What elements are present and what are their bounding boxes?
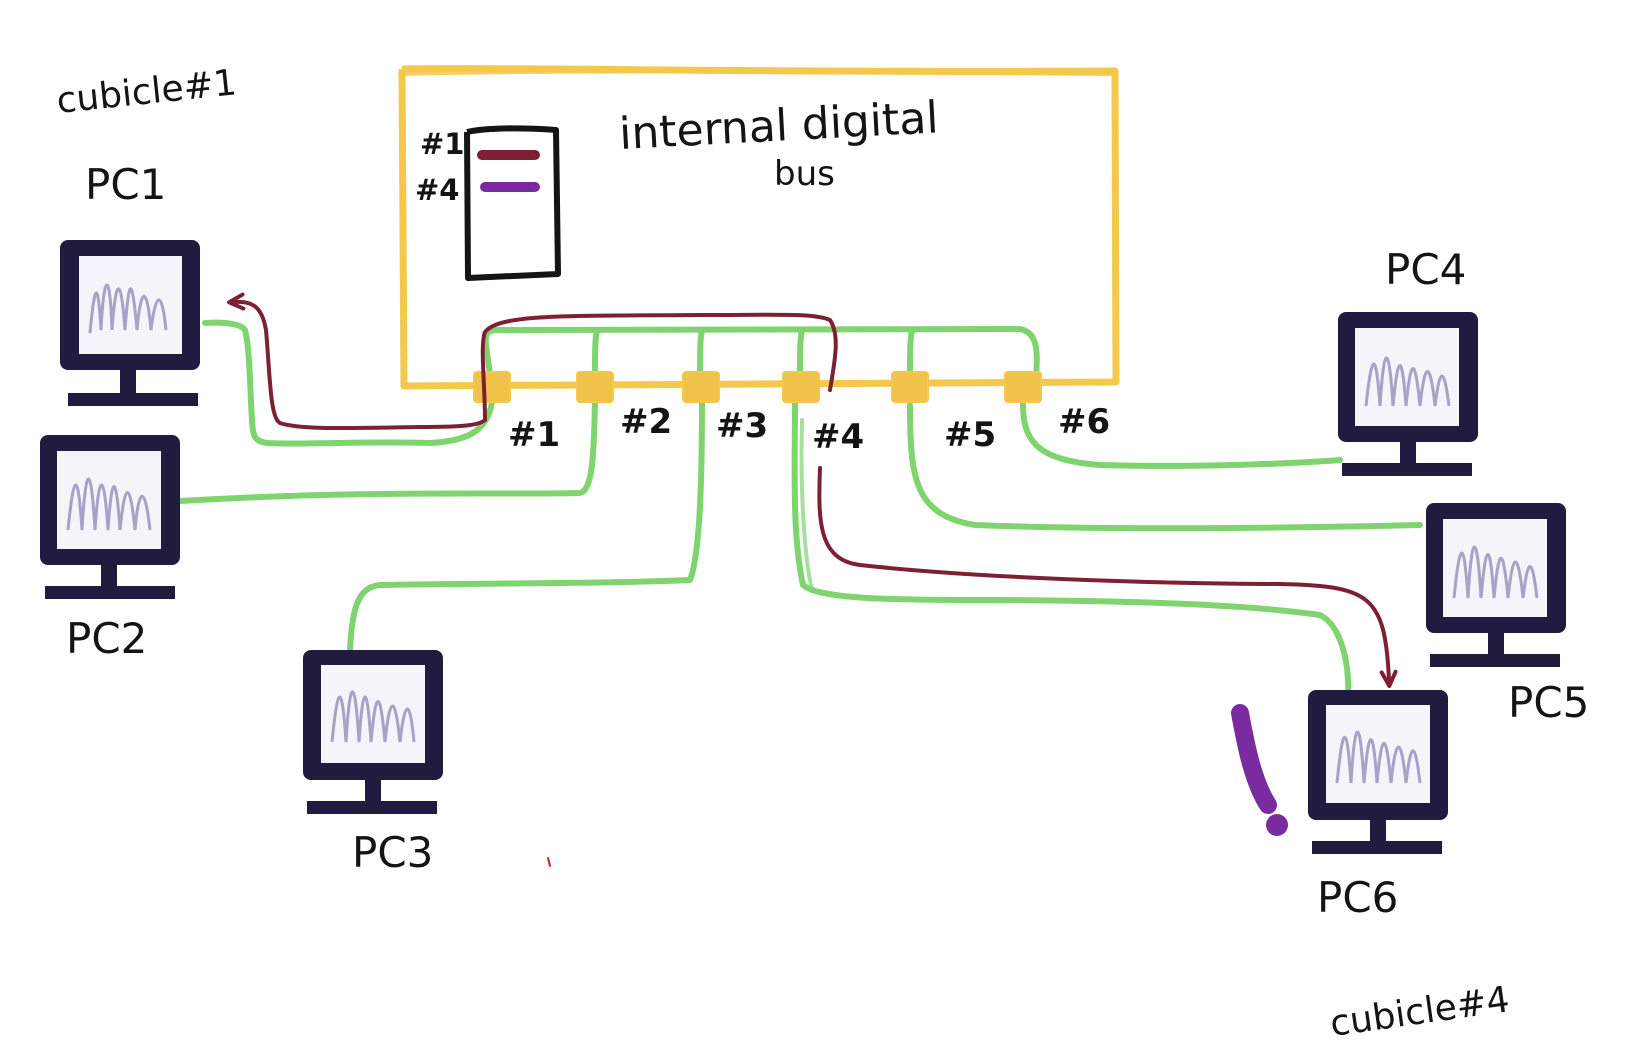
pc1-label: PC1: [85, 160, 166, 209]
cables: [177, 319, 1423, 703]
pc6-screen-scribble: [1335, 730, 1422, 784]
pc6-group: PC6: [1308, 690, 1448, 922]
pc1-group: PC1: [60, 160, 200, 406]
port-label-5: #5: [944, 415, 996, 455]
pc2-stand: [101, 565, 117, 587]
pc4-label: PC4: [1385, 245, 1466, 294]
pc4-stand: [1400, 442, 1416, 464]
legend-panel: #1 #4: [415, 125, 561, 281]
path-1-to-4: [227, 292, 1398, 688]
cable-port4-pc6: [791, 395, 1352, 703]
cable-port2-pc2: [177, 395, 598, 504]
cable-port3-pc3: [347, 395, 705, 653]
pc4-screen-scribble: [1364, 356, 1451, 407]
port-6-connector: [1004, 371, 1042, 403]
switch-box-outline-stroke-2: [398, 69, 1115, 76]
port-label-4: #4: [812, 417, 864, 457]
cable-port4-pc6-stroke-2: [799, 418, 814, 592]
port-4-connector: [782, 371, 820, 403]
pc1-screen: [77, 254, 184, 356]
cable-port5-pc5: [907, 402, 1423, 532]
port-2-connector: [576, 371, 614, 403]
pc2-base: [45, 586, 175, 599]
cable-port3-bus: [697, 327, 705, 378]
pc6-label: PC6: [1317, 873, 1398, 922]
cable-port4-bus: [797, 327, 805, 378]
pc2-screen-scribble: [66, 477, 152, 531]
cable-port1-bus: [482, 326, 1040, 383]
cable-port5-bus: [907, 327, 915, 378]
bus-title-line-2: bus: [774, 154, 835, 194]
exclamation-stroke: [1231, 704, 1277, 814]
port-label-3: #3: [716, 406, 768, 446]
pc3-stand: [365, 780, 381, 802]
pc1-stand: [120, 370, 136, 394]
path-bus-loop: [480, 312, 838, 422]
pc6-stand: [1370, 820, 1386, 842]
cable-port6-pc4: [1019, 397, 1343, 469]
pc1-screen-scribble: [88, 283, 168, 334]
port-label-6: #6: [1058, 402, 1110, 442]
port-label-1: #1: [508, 415, 560, 455]
pc3-screen-scribble: [330, 690, 416, 743]
port-1-connector: [473, 371, 511, 403]
pc5-label: PC5: [1508, 678, 1589, 727]
port-5-connector: [891, 371, 929, 403]
pc6-screen: [1324, 703, 1432, 805]
pc6-base: [1312, 841, 1442, 854]
pc5-screen-scribble: [1452, 545, 1539, 599]
port-label-2: #2: [620, 402, 672, 442]
pc5-group: PC5: [1426, 503, 1589, 727]
pc4-group: PC4: [1338, 245, 1478, 476]
cubicle-4-label: cubicle#4: [1328, 979, 1512, 1045]
pc3-group: PC3: [303, 650, 443, 877]
cable-port2-bus: [592, 327, 600, 378]
pc3-label: PC3: [352, 828, 433, 877]
legend-label-1: #1: [420, 127, 464, 161]
path-pc1-to-bus: [227, 292, 487, 431]
pc2-group: PC2: [40, 435, 180, 663]
exclamation-dot: [1266, 814, 1288, 836]
bus-title-line-1: internal digital: [618, 92, 940, 160]
stray-mark: [547, 857, 551, 867]
pc4-base: [1342, 463, 1472, 476]
alert-exclamation: !: [1231, 704, 1288, 836]
pc3-base: [307, 801, 437, 814]
pc1-base: [68, 393, 198, 406]
cubicle-1-label: cubicle#1: [55, 62, 239, 122]
pc5-base: [1430, 654, 1560, 667]
legend-frame: [464, 125, 561, 281]
port-3-connector: [682, 371, 720, 403]
switch-box: [398, 65, 1120, 390]
cable-port1-pc1: [202, 319, 496, 447]
pc2-label: PC2: [66, 614, 147, 663]
pc5-stand: [1488, 633, 1504, 655]
path-bus-to-pc6: [817, 466, 1398, 688]
pc3-screen: [319, 663, 427, 765]
legend-label-4: #4: [415, 173, 459, 207]
